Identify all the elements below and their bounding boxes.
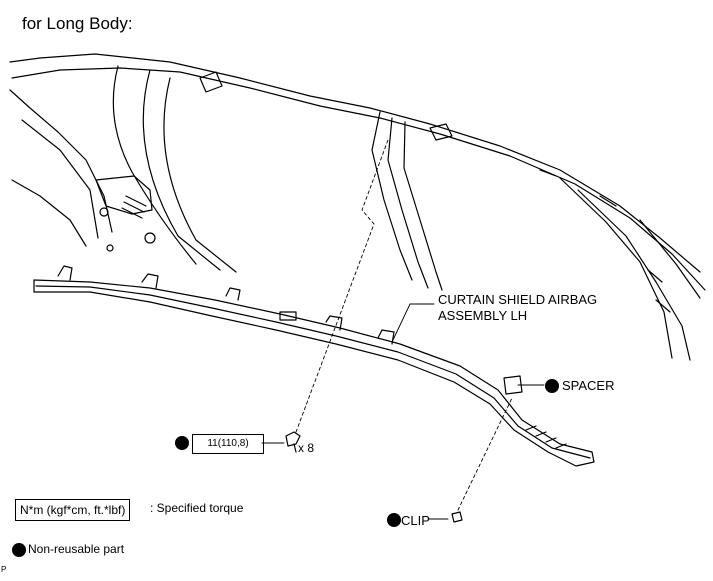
clip-callout-label: CLIP — [401, 513, 430, 528]
legend-torque-label: : Specified torque — [150, 501, 244, 515]
torque-value-box: 11(110,8) — [192, 434, 264, 454]
curtain-shield-airbag — [33, 265, 595, 467]
figure-code: P — [1, 565, 7, 574]
legend-nonreusable-label: Non-reusable part — [28, 542, 125, 556]
diagram-title: for Long Body: — [22, 14, 133, 33]
spacer-callout-label: SPACER — [562, 378, 615, 393]
legend-torque-unit-box: N*m (kgf*cm, ft.*lbf) — [15, 499, 131, 521]
airbag-label-line2: ASSEMBLY LH — [438, 308, 528, 323]
airbag-callout-label: CURTAIN SHIELD AIRBAG ASSEMBLY LH — [438, 292, 597, 324]
airbag-label-line1: CURTAIN SHIELD AIRBAG — [438, 292, 598, 307]
nonreusable-marker-icon — [387, 513, 401, 527]
bolt-quantity: x 8 — [298, 441, 315, 455]
vehicle-body-frame — [9, 53, 706, 361]
clip-icon — [451, 511, 463, 523]
nonreusable-marker-icon — [545, 379, 559, 393]
nonreusable-legend-icon — [12, 543, 26, 557]
bolt-icon — [285, 431, 301, 453]
nonreusable-marker-icon — [175, 436, 189, 450]
